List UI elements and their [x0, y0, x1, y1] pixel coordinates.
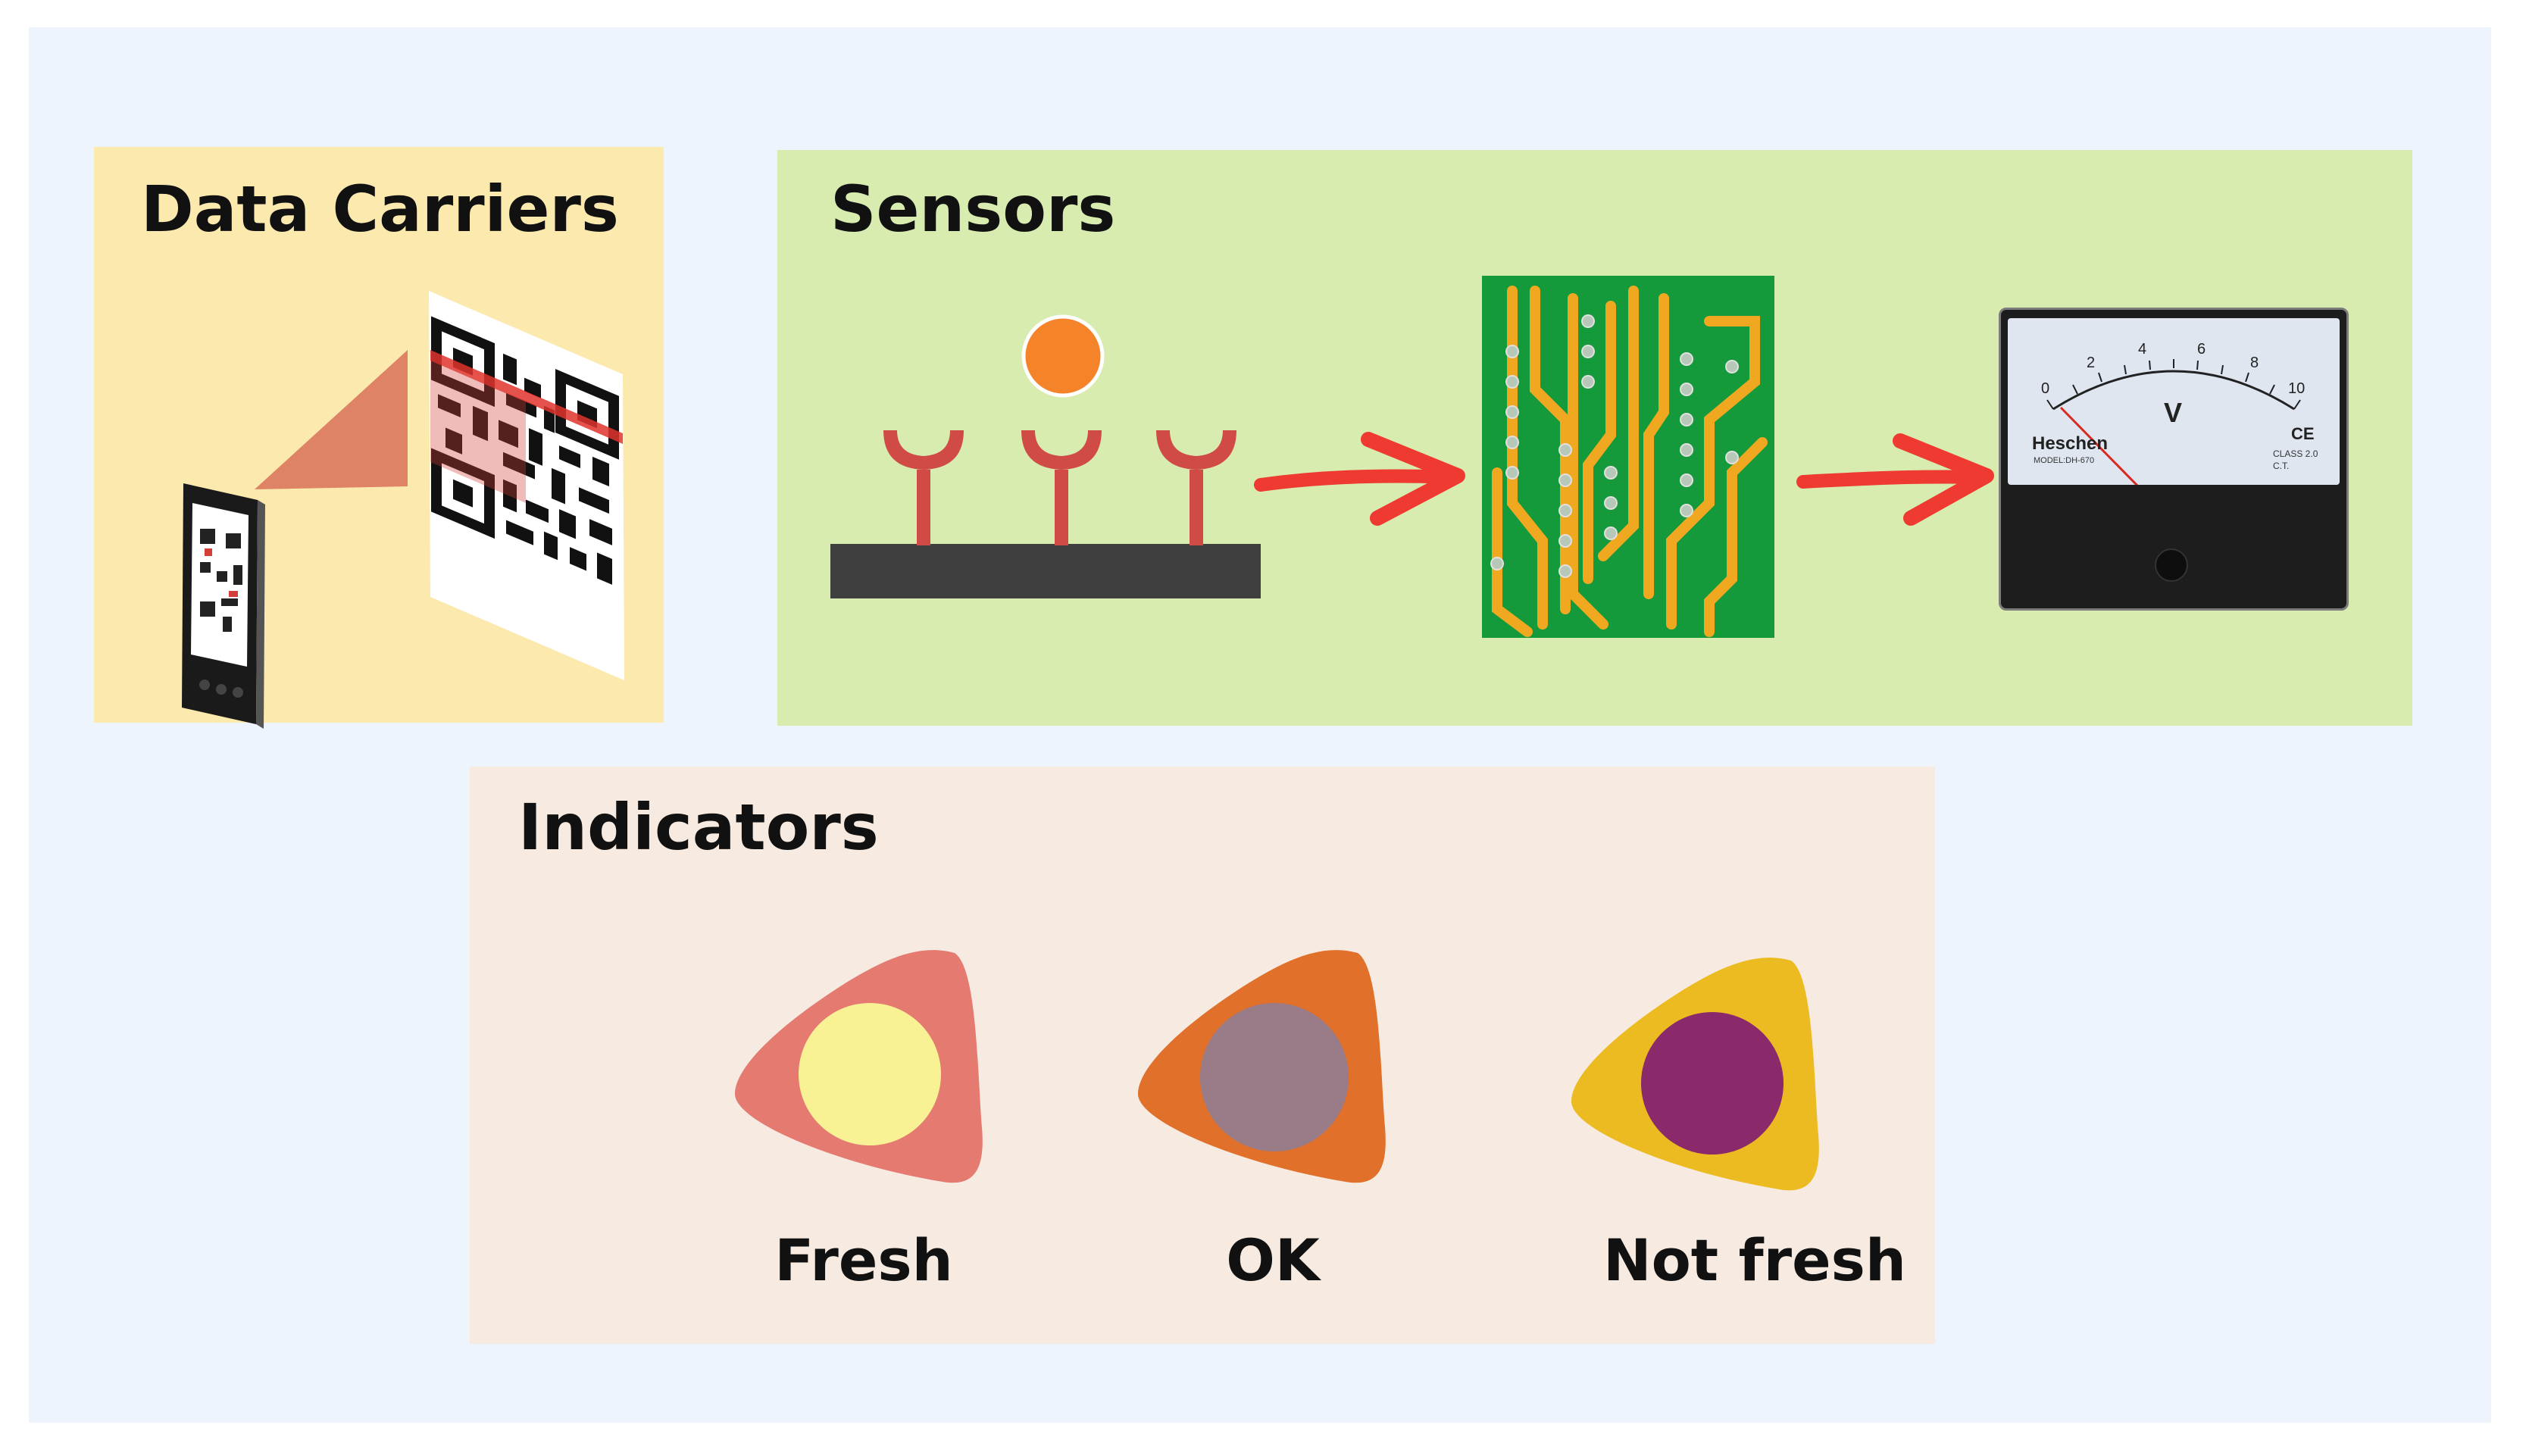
meter-scale-label: 8: [2250, 355, 2259, 371]
meter-class: CLASS 2.0: [2273, 448, 2318, 459]
circuit-board-icon: [1482, 276, 1774, 638]
indicator-ok-inner: [1200, 1003, 1349, 1151]
receptor-y-shape: [1156, 430, 1236, 545]
meter-adjust-screw: [2155, 548, 2188, 582]
sensors-title: Sensors: [830, 172, 1116, 246]
indicator-label-ok: OK: [1226, 1226, 1320, 1294]
smartphone-qr-scan-illustration: [182, 291, 624, 729]
meter-scale: [2046, 359, 2301, 485]
meter-scale-label: 10: [2288, 380, 2306, 397]
sensor-substrate: [830, 544, 1261, 598]
meter-ce-mark: CE: [2291, 424, 2315, 443]
biosensor-receptor-illustration: [830, 314, 1261, 598]
figure-canvas: Data Carriers: [29, 27, 2491, 1423]
receptor-y-shape: [883, 430, 964, 545]
indicator-label-not-fresh: Not fresh: [1602, 1226, 1907, 1294]
indicators-panel: Indicators Fresh OK Not fresh: [470, 767, 1935, 1344]
meter-ct: C.T.: [2273, 461, 2290, 471]
meter-face: 0 2 4 6 8 10 V Heschen MODEL:DH-670 CE C…: [2008, 318, 2340, 485]
indicators-title: Indicators: [518, 790, 879, 864]
voltmeter-icon: 0 2 4 6 8 10 V Heschen MODEL:DH-670 CE C…: [1999, 308, 2349, 611]
qr-code-icon: [429, 291, 624, 680]
data-carriers-panel: Data Carriers: [94, 147, 664, 729]
meter-model: MODEL:DH-670: [2034, 456, 2095, 465]
indicator-ok-icon: [1138, 950, 1386, 1183]
meter-needle: [2059, 406, 2139, 485]
indicator-not-fresh-icon: [1571, 958, 1819, 1191]
indicator-fresh-icon: [735, 950, 983, 1183]
arrow-icon: [1796, 433, 1994, 526]
indicator-fresh-inner: [799, 1003, 941, 1145]
indicator-label-fresh: Fresh: [774, 1226, 953, 1294]
sensors-panel: Sensors: [777, 150, 2412, 726]
meter-scale-label: 4: [2138, 341, 2147, 358]
indicator-not-fresh-inner: [1641, 1012, 1784, 1154]
arrow-icon: [1254, 432, 1465, 526]
receptor-y-shape: [1021, 430, 1102, 545]
meter-scale-label: 2: [2087, 355, 2096, 371]
meter-unit: V: [2164, 397, 2183, 428]
meter-scale-label: 0: [2041, 380, 2050, 397]
scan-beam: [255, 350, 408, 489]
analyte-dot: [1021, 314, 1105, 398]
data-carriers-title: Data Carriers: [141, 172, 619, 246]
meter-scale-label: 6: [2197, 341, 2206, 358]
smartphone-icon: [182, 483, 265, 729]
meter-brand: Heschen: [2032, 433, 2109, 454]
